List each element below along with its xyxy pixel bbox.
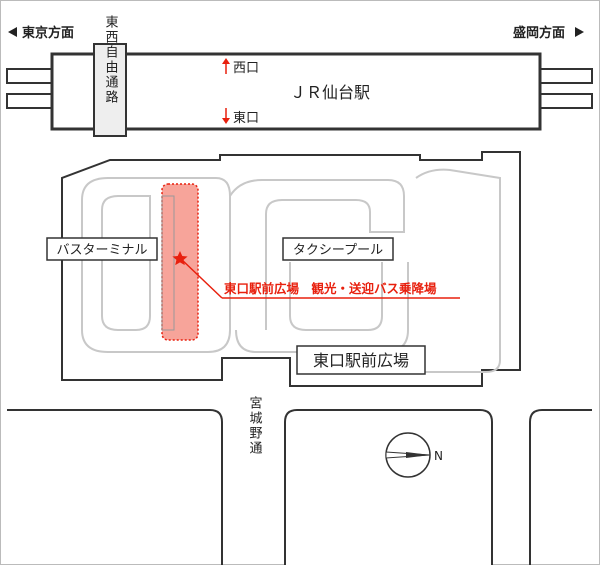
highlight-label: 東口駅前広場 観光・送迎バス乗降場 <box>224 281 437 296</box>
west-exit-label: 西口 <box>233 61 259 76</box>
underpass-box <box>93 43 127 137</box>
block-lower-center <box>284 409 493 565</box>
direction-right-label: 盛岡方面 <box>513 25 565 41</box>
compass-needle-head <box>406 452 430 458</box>
bus-stop-platform <box>161 195 175 331</box>
compass-icon: N <box>385 432 443 478</box>
bus-loop-outer <box>81 177 231 353</box>
outer-road <box>300 168 501 373</box>
track-right-upper <box>539 68 593 84</box>
up-arrowhead-icon <box>222 58 230 64</box>
station-building <box>50 52 542 131</box>
taxi-pool-label: タクシープール <box>293 243 383 258</box>
leader-line <box>179 257 223 299</box>
plaza-label: 東口駅前広場 <box>313 351 409 370</box>
direction-left-label: 東京方面 <box>22 25 74 41</box>
taxi-loop-outer <box>229 179 405 330</box>
track-left-lower <box>6 93 54 109</box>
bus-terminal-box <box>46 237 158 261</box>
track-right-lower <box>539 93 593 109</box>
arrow-right-icon <box>575 27 584 37</box>
street-name: 宮城野通 <box>247 395 263 456</box>
west-exit: 西口 <box>222 58 259 76</box>
station-name: ＪＲ仙台駅 <box>290 83 370 102</box>
bus-terminal-label: バスターミナル <box>56 243 147 258</box>
underpass-label: 東西自由通路 <box>103 14 119 105</box>
taxi-loop-inner <box>289 262 383 331</box>
direction-bar: 東京方面 盛岡方面 <box>8 25 584 41</box>
block-lower-right <box>529 409 592 565</box>
down-arrowhead-icon <box>222 118 230 124</box>
city-blocks <box>7 409 592 565</box>
block-lower-left <box>7 409 223 565</box>
track-left-upper <box>6 68 54 84</box>
bus-loop-inner <box>101 195 151 331</box>
plaza-box <box>296 345 426 375</box>
arrow-left-icon <box>8 27 17 37</box>
road-loops <box>81 168 501 373</box>
taxi-pool-box <box>282 237 394 261</box>
compass-north-label: N <box>434 449 443 463</box>
east-exit-label: 東口 <box>233 110 259 126</box>
east-exit: 東口 <box>222 108 259 126</box>
